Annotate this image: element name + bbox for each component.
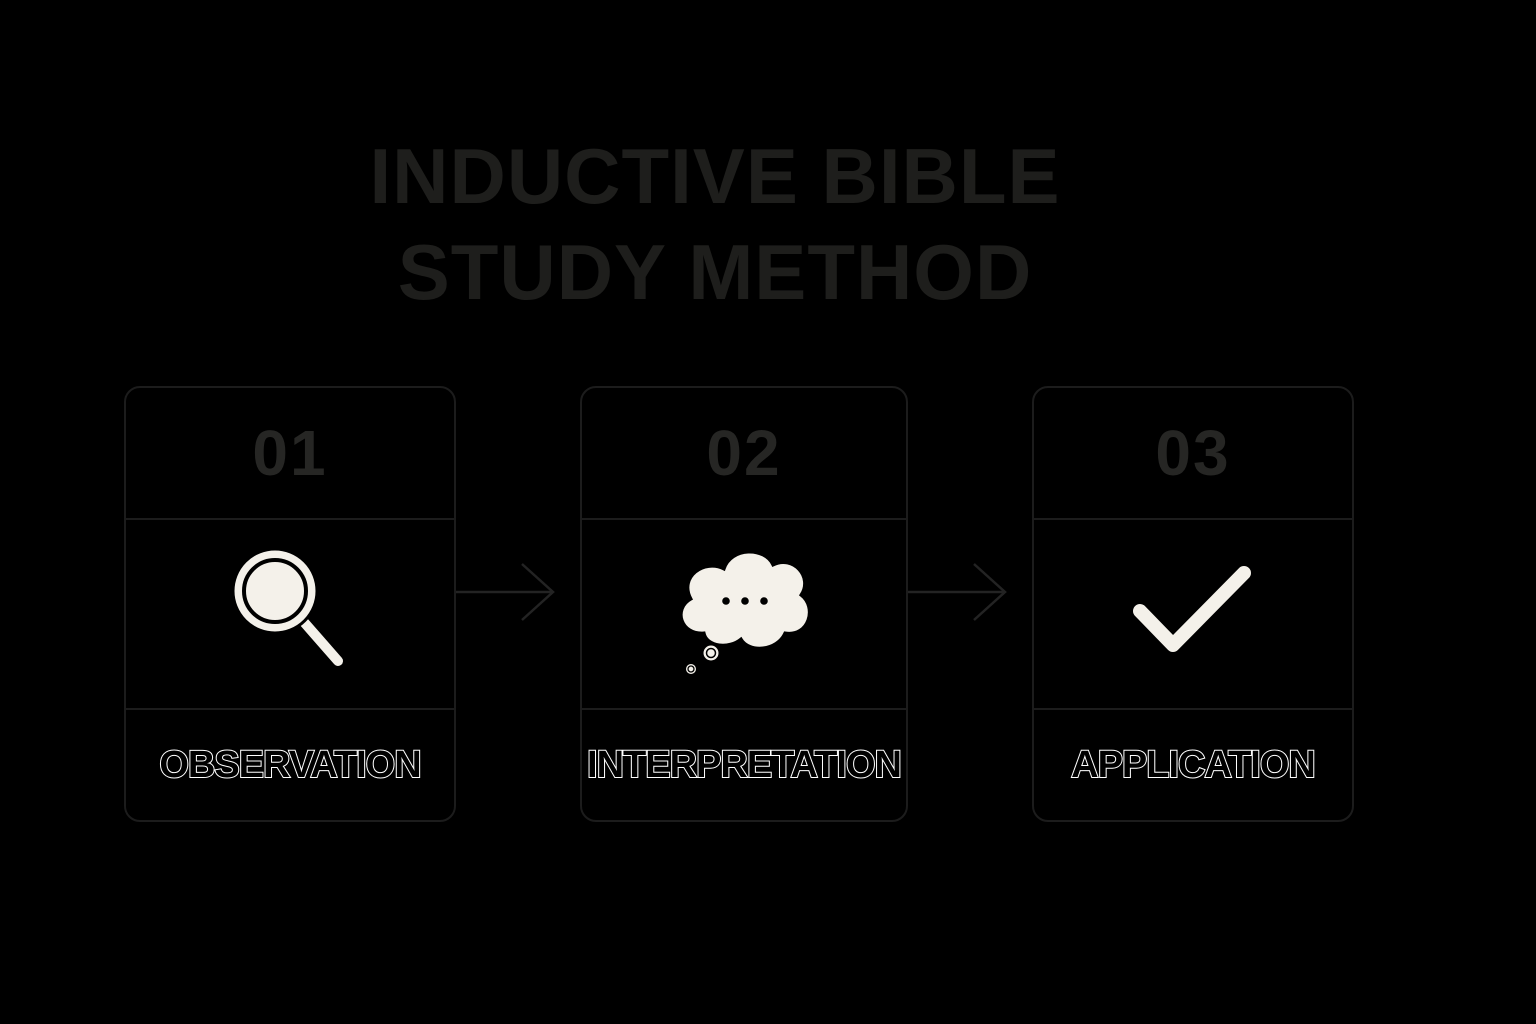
step-icon-row [1034,518,1352,710]
step-label-row: OBSERVATION [126,710,454,820]
arrow-right-icon [908,563,1007,621]
step-number-row: 02 [582,388,906,520]
thought-bubble-icon [679,550,811,677]
step-label-row: INTERPRETATION [582,710,906,820]
step-number: 01 [252,417,328,489]
diagram-title: INDUCTIVE BIBLE STUDY METHOD [0,128,1430,320]
step-card-interpretation: 02 INTERPRETATION [580,386,908,822]
step-number-row: 01 [126,388,454,520]
step-label: OBSERVATION [158,743,422,787]
title-line-1: INDUCTIVE BIBLE [369,132,1061,220]
arrow-right-icon [456,563,555,621]
step-icon-row [582,518,906,710]
step-label: INTERPRETATION [586,743,903,787]
magnifying-glass-icon [231,547,346,669]
step-number: 03 [1155,417,1231,489]
step-number: 02 [706,417,782,489]
step-card-observation: 01 OBSERVATION [124,386,456,822]
title-line-2: STUDY METHOD [397,228,1033,316]
checkmark-icon [1129,563,1255,656]
step-number-row: 03 [1034,388,1352,520]
step-icon-row [126,518,454,710]
step-card-application: 03 APPLICATION [1032,386,1354,822]
step-label-row: APPLICATION [1034,710,1352,820]
step-label: APPLICATION [1070,743,1317,787]
